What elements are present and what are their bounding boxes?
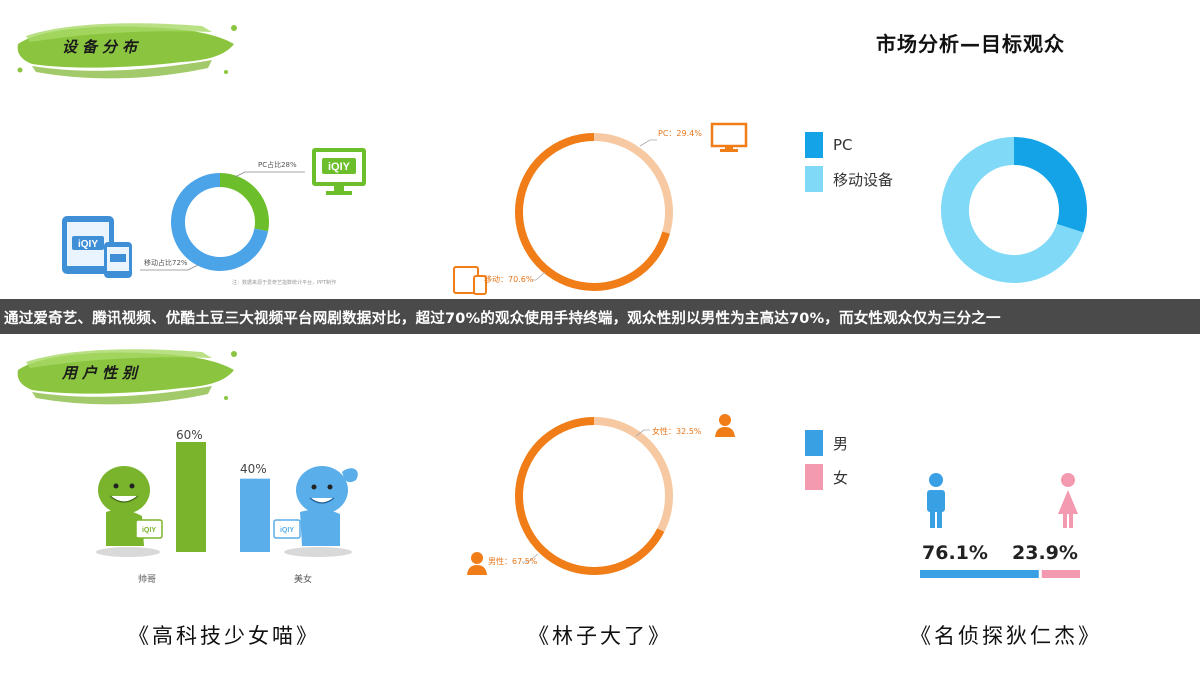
bar-male [176, 442, 206, 552]
gender-panel-linzi: 女性：32.5% 男性：67.5% 《林子大了》 [400, 410, 800, 675]
legend-item-male: 男 [805, 430, 848, 456]
female-pct-label: 40% [240, 462, 267, 476]
svg-text:iQIY: iQIY [142, 527, 156, 534]
svg-text:iQIY: iQIY [78, 239, 98, 250]
linzi-pointer-lines [522, 429, 650, 563]
summary-bar: 通过爱奇艺、腾讯视频、优酷土豆三大视频平台网剧数据对比，超过70%的观众使用手持… [0, 299, 1200, 334]
summary-text: 通过爱奇艺、腾讯视频、优酷土豆三大视频平台网剧数据对比，超过70%的观众使用手持… [4, 311, 1001, 327]
gender-panel-kexiao: iQIY 60% 40% iQIY 帅哥 美女 《高科技少女喵》 [0, 410, 400, 675]
male-share-label: 男性：67.5% [488, 557, 538, 566]
male-person-icon [467, 552, 487, 575]
bar-segment-female [1041, 570, 1080, 578]
legend-item-pc: PC [805, 132, 853, 158]
legend-label: PC [833, 136, 853, 154]
kexiao-gender-bar-chart [176, 442, 270, 552]
source-note: 注：数据来源于爱奇艺指数统计平台，PPT制作 [232, 280, 337, 286]
female-caption: 美女 [294, 575, 313, 585]
tencent-pointer-lines [532, 139, 657, 281]
donut-slice-pc [1013, 137, 1087, 233]
tablet-phone-icon: iQIY [62, 216, 132, 278]
gender-panel-mingzhen: 男 女 76.1% 23.9% 《名侦探狄仁杰》 [800, 410, 1200, 675]
donut-slice-mobile [941, 137, 1084, 283]
legend-swatch [805, 464, 823, 490]
donut-slice-female [593, 417, 673, 532]
legend-label: 男 [833, 434, 849, 453]
section-banner-device: 设备分布 [12, 14, 242, 84]
male-character-icon: iQIY [96, 466, 163, 557]
iqiyi-pointer-lines [140, 171, 305, 271]
male-figure-icon [927, 473, 945, 528]
monitor-icon: iQIY [312, 148, 366, 195]
female-character-icon: iQIY [273, 466, 358, 557]
brush-stroke-decoration [17, 349, 237, 405]
female-person-icon [715, 414, 735, 437]
device-panel-iqiyi: iQIY iQIY PC占比28% 移动占比72% 注：数据来源于爱奇艺指数统计… [0, 80, 400, 295]
legend-swatch [805, 430, 823, 456]
male-pct-label: 60% [176, 428, 203, 442]
device-panel-youku: PC 移动设备 [800, 80, 1200, 295]
legend-item-mobile: 移动设备 [805, 166, 893, 192]
mobile-share-label: 移动占比72% [144, 259, 188, 267]
device-panel-tencent: PC：29.4% 移动：70.6% [400, 80, 800, 295]
page-title: 市场分析—目标观众 [876, 32, 1065, 56]
drama-title: 《林子大了》 [528, 624, 672, 648]
linzi-gender-donut-chart [515, 417, 673, 575]
female-share-label: 女性：32.5% [652, 427, 702, 436]
section-banner-label: 用户性别 [62, 364, 143, 382]
section-banner-gender: 用户性别 [12, 340, 242, 410]
section-banner-label: 设备分布 [62, 38, 143, 56]
mobile-share-label: 移动：70.6% [484, 275, 534, 284]
legend-label: 移动设备 [833, 170, 894, 189]
pc-share-label: PC占比28% [258, 161, 297, 169]
youku-device-donut-chart [941, 137, 1087, 283]
mingzhen-gender-share-bar [920, 570, 1080, 578]
monitor-icon [710, 122, 748, 152]
male-pct-label: 76.1% [922, 542, 988, 564]
donut-slice-male [515, 417, 665, 575]
drama-title: 《高科技少女喵》 [128, 624, 320, 648]
brush-stroke-decoration [17, 23, 237, 79]
tencent-device-donut-chart [515, 133, 673, 291]
iqiyi-device-donut-chart [171, 173, 269, 271]
female-figure-icon [1058, 473, 1078, 528]
donut-slice-pc [593, 133, 673, 234]
svg-text:iQIY: iQIY [328, 161, 351, 173]
tablet-phone-icon [453, 266, 487, 295]
male-caption: 帅哥 [138, 575, 157, 585]
donut-slice-mobile [171, 173, 269, 271]
legend-swatch [805, 132, 823, 158]
legend-label: 女 [833, 468, 849, 487]
svg-text:iQIY: iQIY [280, 527, 294, 534]
female-pct-label: 23.9% [1012, 542, 1078, 564]
drama-title: 《名侦探狄仁杰》 [910, 624, 1102, 648]
pc-share-label: PC：29.4% [658, 129, 702, 138]
donut-slice-mobile [515, 133, 670, 291]
legend-swatch [805, 166, 823, 192]
legend-item-female: 女 [805, 464, 848, 490]
bar-female [240, 478, 270, 552]
donut-slice-pc [219, 173, 269, 232]
bar-segment-male [920, 570, 1039, 578]
